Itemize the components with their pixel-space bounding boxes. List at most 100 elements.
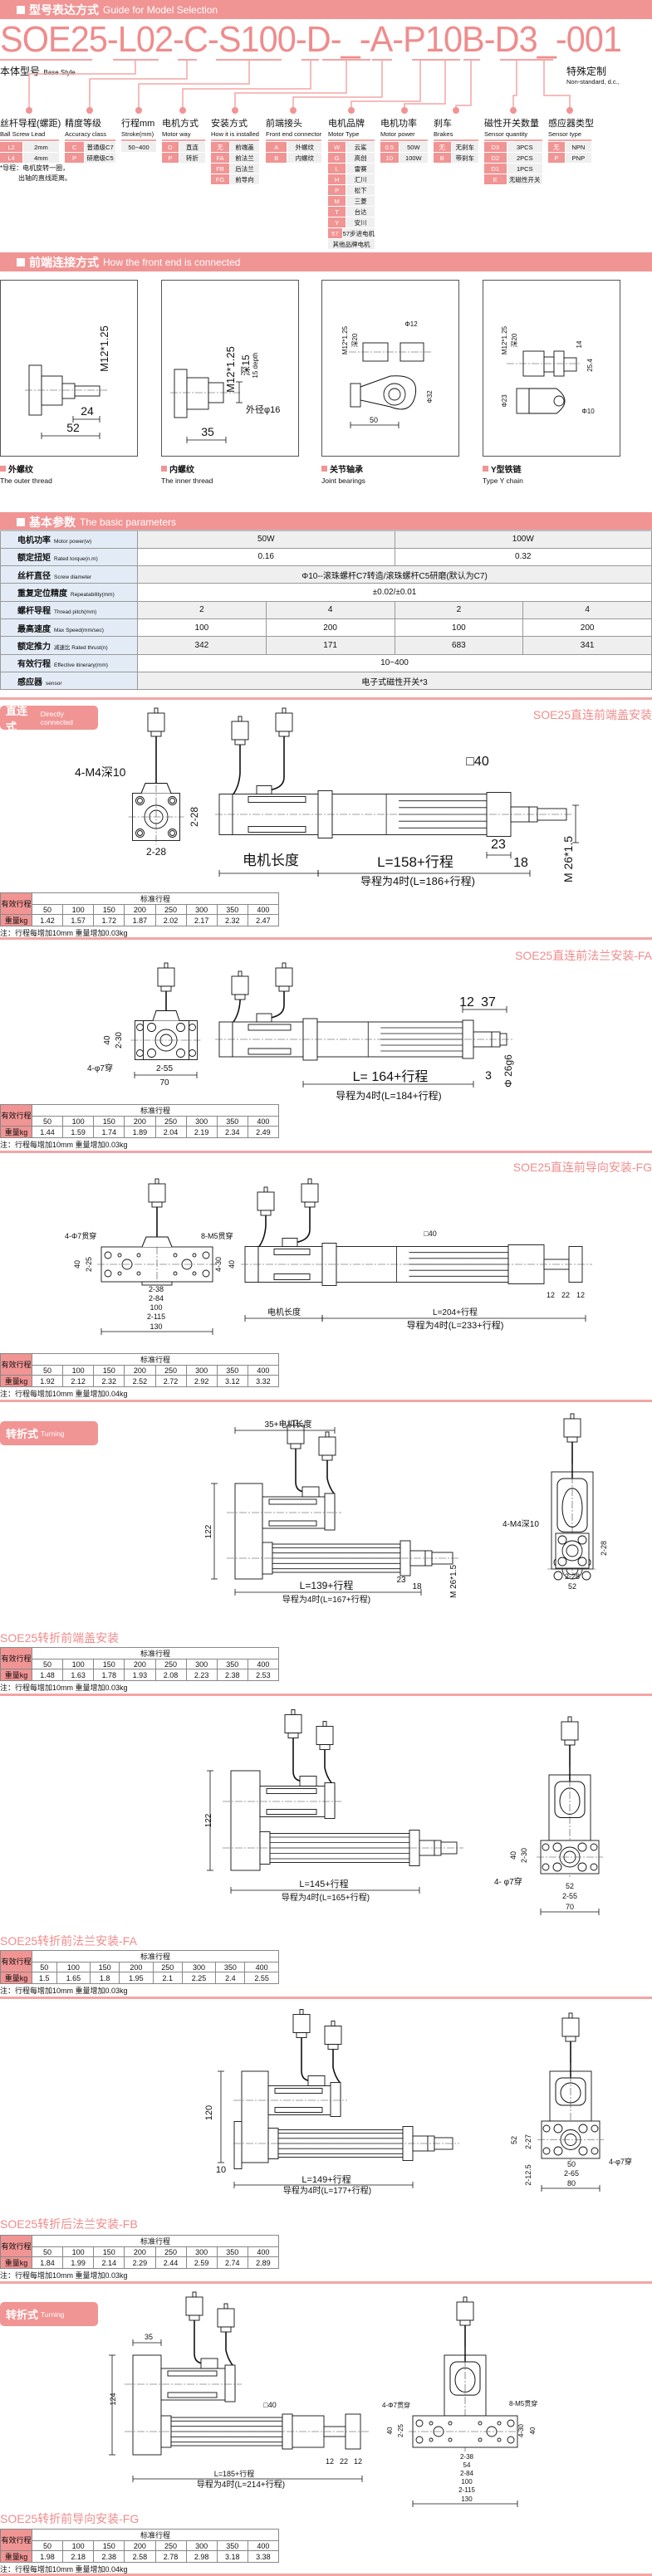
dimension-label: 122 — [204, 1813, 213, 1827]
hole — [561, 1558, 583, 1580]
plug-neck — [220, 2326, 232, 2333]
motor-body — [160, 2368, 236, 2401]
dimension-label: 3 — [485, 1068, 492, 1082]
stroke-value: 250 — [154, 1365, 187, 1376]
cable-housing — [140, 783, 172, 794]
stroke-value: 400 — [247, 1116, 280, 1127]
motor-slot — [274, 2088, 323, 2094]
param-label-en: Effective itinerary(mm) — [54, 662, 108, 669]
dimension-label: 导程为4时(L=233+行程) — [407, 1320, 504, 1331]
option-underline — [434, 139, 478, 141]
stroke-value: 50 — [32, 1962, 57, 1972]
weight-value: 2.08 — [154, 1669, 187, 1681]
rod-nut — [427, 2135, 435, 2152]
weight-value: 1.74 — [93, 1126, 125, 1138]
weight-value: 1.72 — [93, 914, 125, 926]
special-label: 特殊定制 Non-standard, d.c., — [566, 64, 620, 86]
cable — [332, 2049, 341, 2083]
hole — [429, 2421, 434, 2426]
dimension-label: 2-28 — [189, 807, 200, 827]
plug-neck — [459, 2319, 471, 2326]
rod-housing — [412, 2135, 429, 2152]
option-code: P — [328, 185, 346, 195]
dimension-label: 4-φ7穿 — [87, 1063, 113, 1073]
motor-face-recess — [559, 1787, 581, 1815]
dimension-label: 40 — [103, 1035, 112, 1045]
stroke-value: 400 — [247, 904, 280, 915]
header-title-cn: 前端连接方式 — [29, 255, 99, 269]
stroke-value: 100 — [56, 1962, 91, 1972]
weight-value: 2.55 — [244, 1972, 279, 1984]
guide-plate — [345, 2413, 361, 2450]
motor-face-recess — [560, 2082, 581, 2104]
option-code: P — [162, 153, 179, 163]
guide-foot — [141, 1281, 173, 1286]
weight-value: 2.72 — [154, 1375, 187, 1387]
dimension-label: 70 — [566, 1903, 574, 1911]
option-label: 三菱 — [346, 196, 375, 206]
dimension-label: □40 — [466, 755, 489, 769]
motor-face — [555, 2077, 586, 2106]
actuator-body — [269, 1833, 410, 1863]
special-en: Non-standard, d.c., — [566, 78, 620, 86]
dimension-label: 导程为4时(L=177+行程) — [283, 2185, 371, 2196]
weight-value: 2.18 — [62, 2550, 95, 2563]
actuator-body — [170, 2417, 283, 2446]
option-underline — [548, 139, 591, 141]
hole — [577, 1842, 587, 1852]
body-cap — [160, 2415, 172, 2448]
option-label: 1PCS — [507, 164, 542, 174]
cable — [292, 1738, 304, 1782]
cable — [264, 736, 285, 792]
square-bullet-icon — [0, 466, 6, 472]
param-value: 200 — [522, 618, 652, 638]
cable-plug-icon — [147, 712, 165, 732]
dimension-label: L=145+行程 — [299, 1879, 348, 1889]
dimension-label: 130 — [150, 1322, 162, 1331]
standard-stroke-header: 标准行程 — [32, 1353, 279, 1366]
caption-cn: 外螺纹 — [8, 466, 33, 475]
turning-end-plate — [548, 1774, 591, 1841]
cable — [326, 1460, 335, 1494]
motor-cap — [330, 2082, 341, 2117]
turning-housing — [234, 1483, 263, 1580]
guide-block — [292, 2415, 325, 2448]
stroke-value: 300 — [185, 904, 218, 915]
param-label-en: Rated torque(n.m) — [54, 556, 98, 563]
rod-nut — [491, 1031, 501, 1048]
hole — [448, 2421, 453, 2426]
header-title-en: How the front end is connected — [103, 256, 241, 268]
dimension-label: 54 — [463, 2461, 471, 2469]
option-title-cn: 刹车 — [434, 119, 452, 129]
hole — [497, 2421, 502, 2426]
option-underline — [266, 139, 321, 141]
stroke-value: 400 — [247, 2246, 280, 2257]
lead-note-line: 出轴的直线距离。 — [18, 174, 71, 182]
cable-plug-icon — [324, 2026, 342, 2045]
option-leader-line — [455, 60, 472, 110]
weight-value: 2.04 — [154, 1126, 187, 1138]
section-divider — [0, 1997, 652, 1999]
plug-neck — [565, 2036, 576, 2042]
option-title-cn: 丝杆导程(螺距) — [0, 119, 61, 129]
standard-stroke-header: 标准行程 — [32, 1950, 279, 1963]
hole — [169, 830, 175, 836]
weight-label: 重量kg — [0, 2550, 32, 2563]
mounting-flange — [302, 1018, 318, 1061]
option-code: C — [65, 142, 85, 152]
option-row: 50~400 — [121, 142, 156, 152]
section-title: SOE25直连前导向安装-FG — [512, 1161, 652, 1174]
model-selection-header: 型号表达方式 Guide for Model Selection — [0, 0, 652, 19]
special-cn: 特殊定制 — [566, 66, 607, 77]
hole — [478, 2437, 483, 2442]
